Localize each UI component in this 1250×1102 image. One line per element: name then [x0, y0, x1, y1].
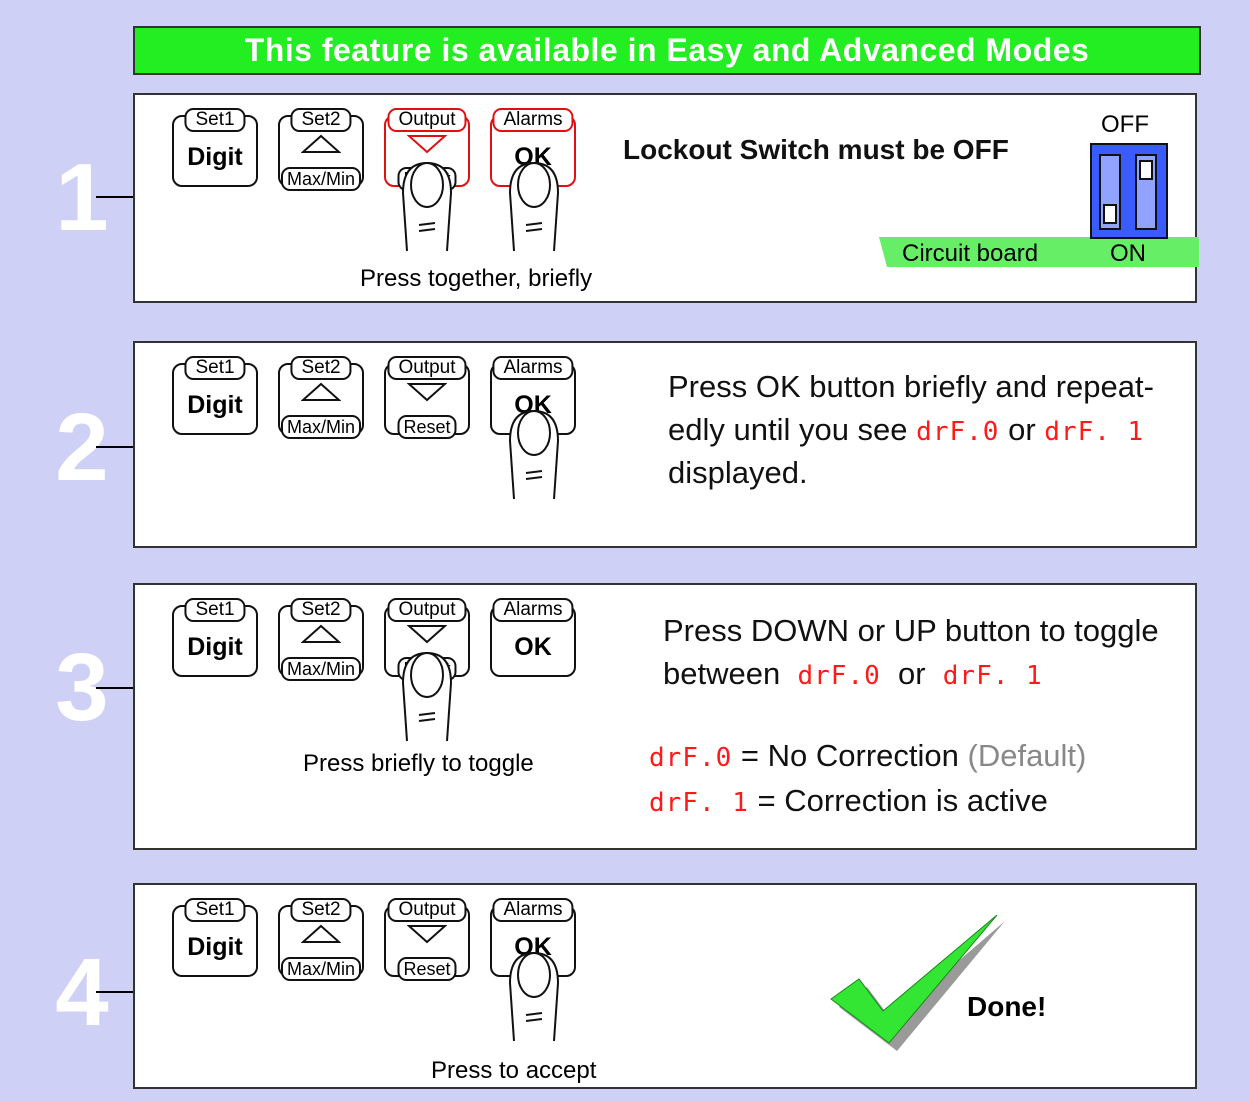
output-label: Output [387, 108, 467, 132]
step-4-panel: Set1 Digit Set2 Max/Min Output Reset Ala… [133, 883, 1197, 1089]
output-down-button[interactable]: Output Reset [384, 898, 470, 981]
alarms-label: Alarms [492, 356, 574, 380]
down-arrow-icon [407, 135, 447, 154]
up-arrow-icon [301, 134, 341, 153]
output-down-button[interactable]: Output Reset [384, 356, 470, 439]
circuit-board-strip [879, 237, 1199, 267]
set2-up-button[interactable]: Set2 Max/Min [278, 108, 364, 191]
step-2-line-3: displayed. [668, 455, 808, 490]
default-note: (Default) [967, 738, 1087, 773]
output-label: Output [387, 898, 467, 922]
max-min-label: Max/Min [280, 957, 362, 981]
set1-label: Set1 [184, 898, 246, 922]
step-2-line-1: Press OK button briefly and repeat- [668, 369, 1154, 404]
checkmark-icon [830, 915, 1005, 1051]
switch-off-label: OFF [1101, 111, 1149, 138]
reset-label: Reset [397, 415, 457, 439]
step-2-line-2: edly until you see drF.0 or drF. 1 [668, 408, 1144, 454]
alarms-ok-button[interactable]: Alarms OK [490, 898, 576, 977]
definition-drf0: drF.0 = No Correction (Default) [649, 734, 1086, 780]
step-4-caption: Press to accept [431, 1057, 597, 1084]
output-label: Output [387, 356, 467, 380]
code-drf0: drF.0 [797, 661, 881, 691]
set1-digit-button[interactable]: Set1 Digit [172, 108, 258, 187]
done-label: Done! [967, 991, 1047, 1022]
ok-label: OK [514, 633, 552, 661]
alarms-label: Alarms [492, 108, 574, 132]
step-3-caption: Press briefly to toggle [303, 750, 534, 777]
step-number-4: 4 [55, 939, 109, 1046]
up-arrow-icon [301, 924, 341, 943]
set1-digit-button[interactable]: Set1 Digit [172, 356, 258, 435]
set1-label: Set1 [184, 598, 246, 622]
alarms-ok-button[interactable]: Alarms OK [490, 598, 576, 677]
finger-press-icon [401, 651, 453, 742]
or-word: or [897, 656, 926, 691]
code-drf0: drF.0 [649, 743, 733, 773]
dip-switch-icon [1090, 143, 1168, 239]
step-connector-1 [96, 196, 134, 198]
code-drf0: drF.0 [916, 417, 1000, 447]
finger-press-icon [401, 161, 453, 252]
no-correction-text: = No Correction [740, 738, 959, 773]
definition-drf1: drF. 1 = Correction is active [649, 779, 1048, 825]
down-arrow-icon [407, 925, 447, 944]
step-2-text: edly until you see [668, 412, 908, 447]
max-min-label: Max/Min [280, 167, 362, 191]
code-drf1: drF. 1 [1044, 417, 1145, 447]
step-3-panel: Set1 Digit Set2 Max/Min Output Reset Ala… [133, 583, 1197, 850]
digit-label: Digit [187, 143, 243, 171]
digit-label: Digit [187, 633, 243, 661]
finger-press-icon [508, 161, 560, 252]
set1-digit-button[interactable]: Set1 Digit [172, 898, 258, 977]
set2-up-button[interactable]: Set2 Max/Min [278, 356, 364, 439]
step-1-caption: Press together, briefly [360, 265, 593, 292]
code-drf1: drF. 1 [649, 788, 749, 818]
step-connector-3 [96, 687, 134, 689]
finger-press-icon [508, 409, 560, 500]
output-label: Output [387, 598, 467, 622]
alarms-label: Alarms [492, 598, 574, 622]
step-1-panel: Set1 Digit Set2 Max/Min Output Reset Ala… [133, 93, 1199, 303]
digit-label: Digit [187, 391, 243, 419]
finger-press-icon [508, 951, 560, 1042]
switch-on-label: ON [1110, 240, 1146, 267]
set2-up-button[interactable]: Set2 Max/Min [278, 598, 364, 681]
code-drf1: drF. 1 [942, 661, 1043, 691]
max-min-label: Max/Min [280, 657, 362, 681]
set2-label: Set2 [290, 108, 352, 132]
set2-label: Set2 [290, 598, 352, 622]
circuit-board-label: Circuit board [902, 240, 1039, 267]
digit-label: Digit [187, 933, 243, 961]
set1-digit-button[interactable]: Set1 Digit [172, 598, 258, 677]
set1-label: Set1 [184, 356, 246, 380]
set2-label: Set2 [290, 898, 352, 922]
up-arrow-icon [301, 624, 341, 643]
or-word: or [1008, 412, 1036, 447]
set2-label: Set2 [290, 356, 352, 380]
down-arrow-icon [407, 383, 447, 402]
step-3-text: between [663, 656, 781, 691]
set2-up-button[interactable]: Set2 Max/Min [278, 898, 364, 981]
alarms-label: Alarms [492, 898, 574, 922]
step-connector-4 [96, 991, 134, 993]
step-2-panel: Set1 Digit Set2 Max/Min Output Reset Ala… [133, 341, 1197, 548]
step-connector-2 [96, 446, 134, 448]
set1-label: Set1 [184, 108, 246, 132]
mode-banner: This feature is available in Easy and Ad… [133, 26, 1201, 75]
step-number-2: 2 [55, 394, 109, 501]
lockout-instruction: Lockout Switch must be OFF [623, 134, 1009, 165]
down-arrow-icon [407, 625, 447, 644]
reset-label: Reset [397, 957, 457, 981]
step-3-line-2: between drF.0 or drF. 1 [663, 652, 1043, 698]
max-min-label: Max/Min [280, 415, 362, 439]
step-number-1: 1 [55, 144, 109, 251]
step-3-line-1: Press DOWN or UP button to toggle [663, 613, 1159, 648]
correction-active-text: = Correction is active [757, 783, 1048, 818]
up-arrow-icon [301, 382, 341, 401]
